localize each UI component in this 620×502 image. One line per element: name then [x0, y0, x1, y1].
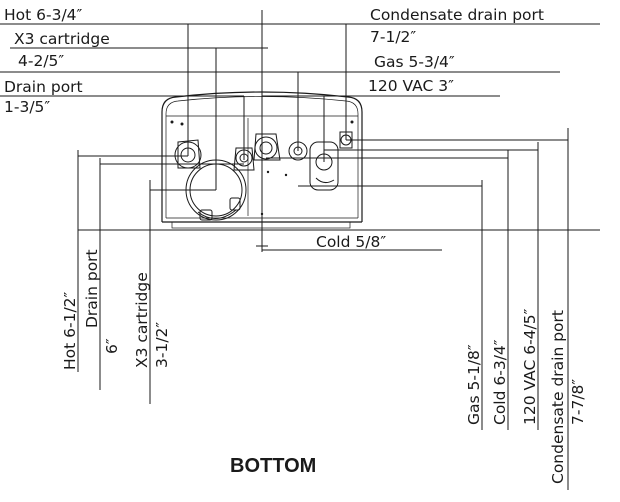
label-cold-side: Cold 6-3/4″ — [491, 339, 509, 425]
label-drain-port-side: Drain port — [83, 249, 101, 328]
label-drain-port-top-value: 1-3/5″ — [4, 98, 50, 116]
label-hot-side: Hot 6-1/2″ — [61, 291, 79, 370]
label-gas-side: Gas 5-1/8″ — [465, 344, 483, 425]
label-x3-cartridge-side-value: 3-1/2″ — [153, 322, 171, 368]
label-x3-cartridge-top-value: 4-2/5″ — [18, 52, 64, 70]
label-cold-middle: Cold 5/8″ — [316, 233, 386, 251]
label-condensate-side-value: 7-7/8″ — [569, 379, 587, 425]
label-x3-cartridge-side: X3 cartridge — [133, 272, 151, 368]
view-title: BOTTOM — [230, 455, 316, 477]
label-x3-cartridge-top: X3 cartridge — [14, 30, 110, 48]
label-hot-top: Hot 6-3/4″ — [4, 6, 83, 24]
label-vac-side: 120 VAC 6-4/5″ — [521, 308, 539, 425]
cold-water-port — [253, 133, 281, 161]
dimension-lines — [0, 10, 600, 490]
label-vac-top: 120 VAC 3″ — [368, 77, 454, 95]
label-drain-port-side-value: 6″ — [103, 338, 121, 354]
label-condensate-top: Condensate drain port — [370, 6, 544, 24]
label-gas-top: Gas 5-3/4″ — [374, 53, 455, 71]
label-condensate-top-value: 7-1/2″ — [370, 28, 416, 46]
label-condensate-side: Condensate drain port — [549, 310, 567, 484]
label-drain-port-top: Drain port — [4, 78, 83, 96]
